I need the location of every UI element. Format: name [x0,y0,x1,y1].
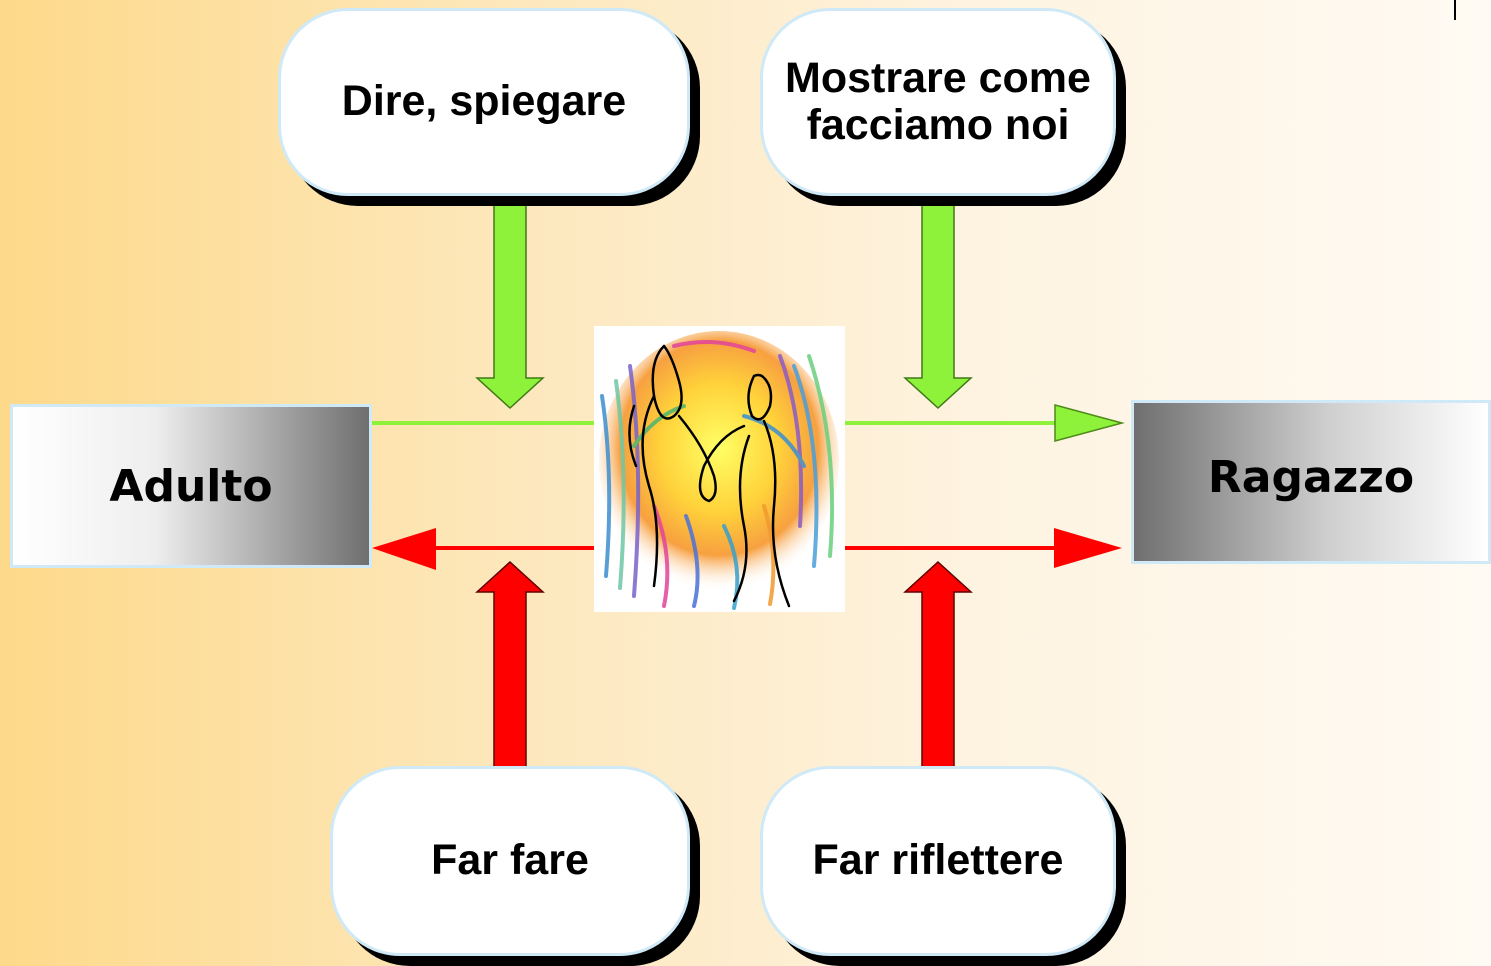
adulto-box: Adulto [10,404,372,568]
corner-mark [1454,0,1456,20]
box-far-fare-label: Far fare [431,836,589,885]
dancing-couple-illustration-icon [594,326,845,612]
adulto-label: Adulto [109,460,273,512]
red-arrowhead-right [1054,528,1122,568]
box-far-riflettere: Far riflettere [760,766,1116,956]
box-dire-spiegare-label: Dire, spiegare [341,77,627,126]
box-far-riflettere-label: Far riflettere [812,836,1064,885]
red-up-arrow-right [903,560,973,769]
box-dire-spiegare: Dire, spiegare [278,8,690,196]
box-far-fare: Far fare [330,766,690,956]
green-down-arrow-left [475,199,545,410]
red-up-arrow-left [475,560,545,769]
box-mostrare-come-line2: facciamo noi [806,101,1070,149]
red-arrowhead-left [372,528,436,570]
ragazzo-box: Ragazzo [1131,400,1491,564]
green-down-arrow-right [903,199,973,410]
illustration-svg [594,326,845,612]
green-arrowhead-right [1054,404,1125,442]
ragazzo-label: Ragazzo [1207,451,1415,503]
box-mostrare-come: Mostrare come facciamo noi [760,8,1116,196]
box-mostrare-come-line1: Mostrare come [785,53,1091,102]
